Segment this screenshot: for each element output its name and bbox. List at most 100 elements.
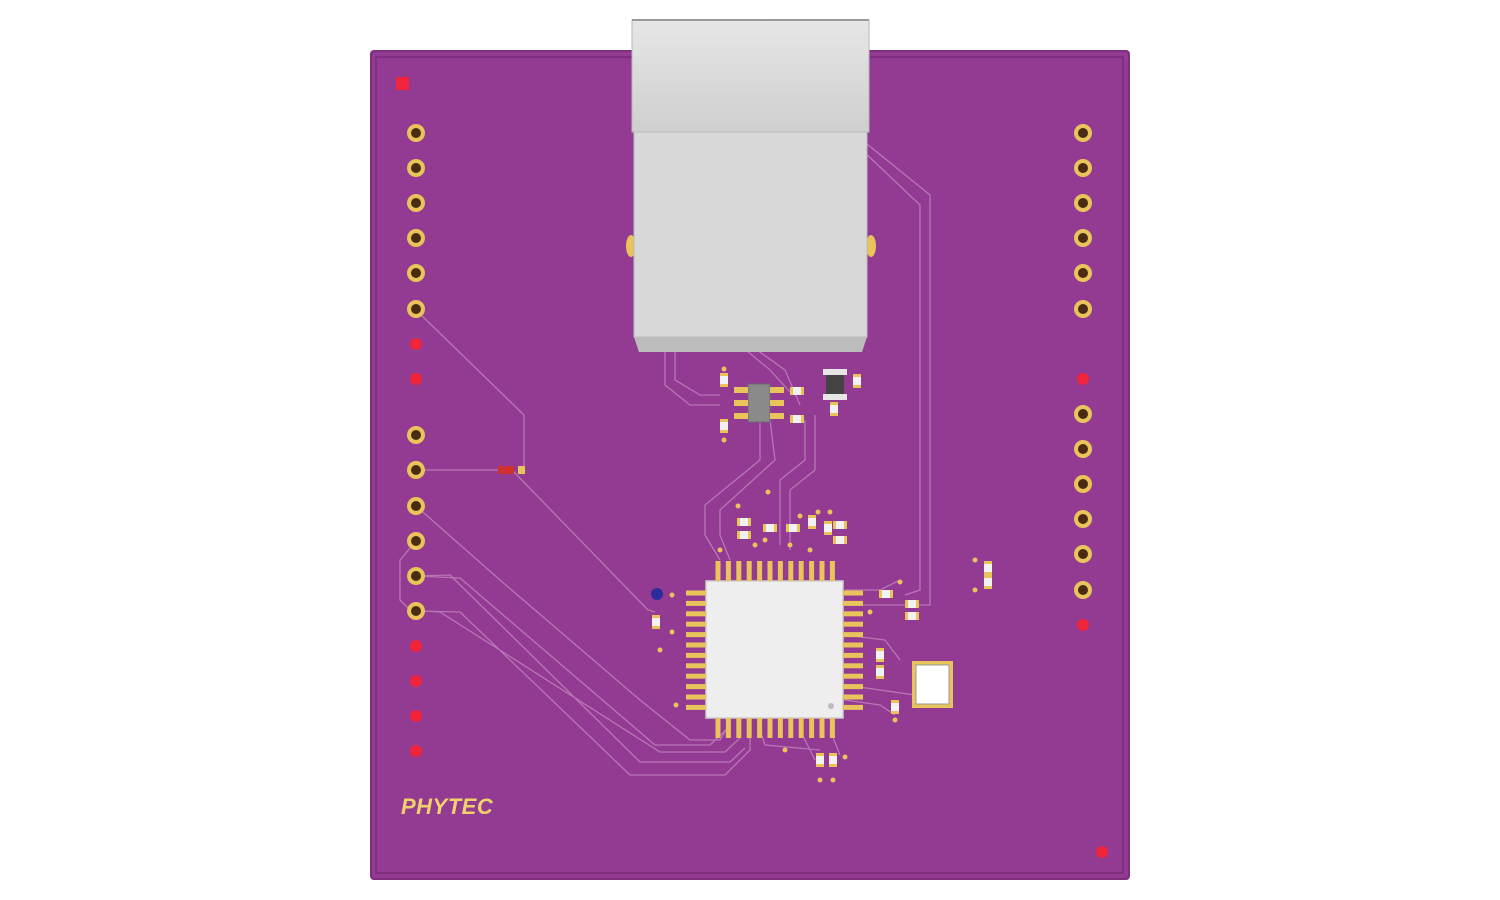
usb-connector-top-edge	[632, 19, 869, 21]
smd-chip	[786, 524, 800, 532]
mcu-pin-top	[788, 561, 794, 581]
usb-connector-housing	[633, 131, 868, 338]
smd-chip	[876, 665, 884, 679]
header-pin	[407, 532, 425, 550]
mcu-pin1-dot	[828, 703, 834, 709]
smd-chip	[833, 536, 847, 544]
via	[842, 754, 848, 760]
via	[815, 509, 821, 515]
via	[752, 542, 758, 548]
smd-chip	[833, 521, 847, 529]
via	[669, 592, 675, 598]
mcu-pin-bottom	[777, 718, 783, 738]
mcu-pin-right	[843, 663, 863, 669]
empty-pad	[410, 675, 422, 687]
mcu-pin-left	[686, 590, 706, 596]
mcu-pin-right	[843, 673, 863, 679]
header-pin	[407, 300, 425, 318]
usb-mount-tab-right	[866, 235, 876, 257]
mcu-pin-right	[843, 704, 863, 710]
mcu-pin-bottom	[788, 718, 794, 738]
smd-chip	[879, 590, 893, 598]
smd-chip	[790, 387, 804, 395]
via	[787, 542, 793, 548]
header-pin	[407, 124, 425, 142]
header-pin	[407, 602, 425, 620]
via	[717, 547, 723, 553]
regulator-body	[747, 383, 771, 423]
square-test-pad	[396, 77, 409, 90]
smd-chip	[829, 753, 837, 767]
smd-chip	[824, 521, 832, 535]
usb-b-connector	[631, 19, 870, 352]
mcu-pin-right	[843, 694, 863, 700]
header-pin	[407, 461, 425, 479]
empty-pad	[410, 338, 422, 350]
via	[782, 747, 788, 753]
via	[827, 509, 833, 515]
empty-pad	[410, 640, 422, 652]
mcu-pin-bottom	[736, 718, 742, 738]
header-pin	[407, 229, 425, 247]
mcu-pin-right	[843, 632, 863, 638]
via	[897, 579, 903, 585]
tantalum-capacitor	[823, 369, 847, 400]
cap-body	[826, 371, 844, 398]
header-pin	[1074, 264, 1092, 282]
empty-pad	[410, 710, 422, 722]
mcu-pin-left	[686, 600, 706, 606]
smd-chip	[720, 419, 728, 433]
smd-chip	[652, 615, 660, 629]
mcu-body	[705, 580, 844, 719]
mcu-pin-top	[746, 561, 752, 581]
mcu-pin-left	[686, 632, 706, 638]
mcu-pin-right	[843, 600, 863, 606]
via	[735, 503, 741, 509]
header-pin	[1074, 475, 1092, 493]
mcu-pin-bottom	[829, 718, 835, 738]
mcu-pin-top	[798, 561, 804, 581]
smd-chip	[816, 753, 824, 767]
usb-connector-front-lip	[634, 337, 867, 352]
smd-chip	[984, 575, 992, 589]
via	[892, 717, 898, 723]
header-pin	[1074, 440, 1092, 458]
mcu-pin-left	[686, 684, 706, 690]
mcu-pin-top	[757, 561, 763, 581]
mcu-pin-top	[715, 561, 721, 581]
mcu-pin-bottom	[809, 718, 815, 738]
mcu-pin-top	[777, 561, 783, 581]
via	[669, 629, 675, 635]
left-pin-header	[407, 124, 425, 757]
smd-chip	[853, 374, 861, 388]
header-pin	[1074, 581, 1092, 599]
copper-traces	[399, 139, 931, 776]
via	[673, 702, 679, 708]
empty-pad	[410, 745, 422, 757]
smd-chip	[876, 648, 884, 662]
mcu-pin-top	[725, 561, 731, 581]
smd-chip	[720, 373, 728, 387]
mcu-pin-bottom	[819, 718, 825, 738]
via	[797, 513, 803, 519]
smd-chip	[984, 561, 992, 575]
smd-chip	[737, 518, 751, 526]
via	[972, 557, 978, 563]
via	[657, 647, 663, 653]
header-pin	[407, 497, 425, 515]
crystal-lid	[915, 664, 950, 705]
mcu-pin-top	[736, 561, 742, 581]
pin1-marker	[651, 588, 663, 600]
mcu-pin-bottom	[746, 718, 752, 738]
mcu-pin-right	[843, 684, 863, 690]
header-pin	[407, 567, 425, 585]
mcu-pin-top	[767, 561, 773, 581]
header-pin	[407, 426, 425, 444]
header-pin	[1074, 545, 1092, 563]
mcu-pin-left	[686, 704, 706, 710]
via	[830, 777, 836, 783]
via	[817, 777, 823, 783]
smd-chip	[808, 515, 816, 529]
empty-pad	[1077, 373, 1089, 385]
